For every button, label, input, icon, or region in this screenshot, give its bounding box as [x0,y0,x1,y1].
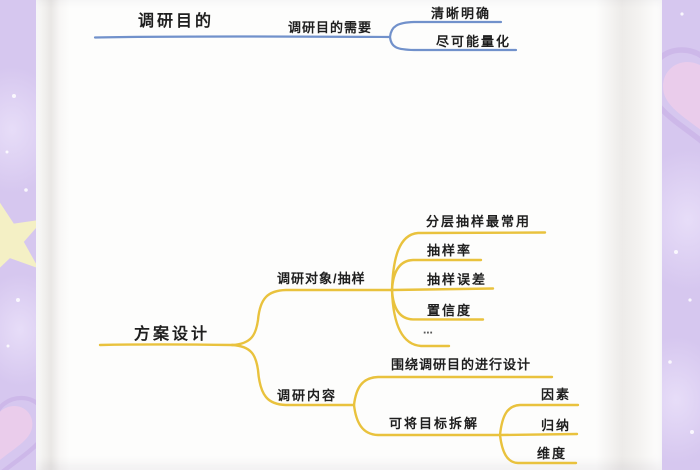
branch-line [498,433,578,465]
node-factor: 因素 [541,387,572,402]
node-dimension: 维度 [537,446,568,461]
node-sampling-error: 抽样误差 [427,272,488,287]
design-branch-lines [98,231,580,465]
node-research-purpose: 调研目的 [138,13,215,30]
branch-line [230,288,394,347]
branch-line [390,258,483,292]
branch-line [498,403,580,437]
node-purpose-need: 调研目的需要 [288,20,373,35]
branch-line [98,343,234,347]
branch-line [388,35,518,52]
heart-icon [0,406,33,460]
branch-line [390,288,451,348]
heart-icon [0,395,49,470]
branch-line [390,287,495,292]
branch-line [352,375,554,407]
branch-line [498,432,579,437]
node-stratified-sampling: 分层抽样最常用 [426,214,532,229]
heart-icon [646,47,700,144]
branch-line [388,20,503,39]
node-confidence-level: 置信度 [427,303,473,318]
star-icon [0,198,44,280]
node-research-content: 调研内容 [277,388,338,403]
node-quantify: 尽可能量化 [436,34,512,49]
node-sampling-rate: 抽样率 [427,243,473,258]
branch-line [93,35,392,39]
node-induction: 归纳 [541,418,572,433]
purpose-branch-lines [93,20,518,52]
heart-icon [663,62,700,130]
branch-line [230,343,356,407]
sparkle-dots [5,12,694,434]
node-more-ellipsis: ⋯ [423,328,434,339]
node-clear-explicit: 清晰明确 [431,6,492,21]
node-plan-design: 方案设计 [134,326,211,343]
node-decompose-goal: 可将目标拆解 [389,416,480,431]
branch-line [352,403,502,437]
page-surface [36,0,662,470]
node-object-sampling: 调研对象/抽样 [277,271,366,286]
node-design-around-purpose: 围绕调研目的进行设计 [391,357,532,372]
